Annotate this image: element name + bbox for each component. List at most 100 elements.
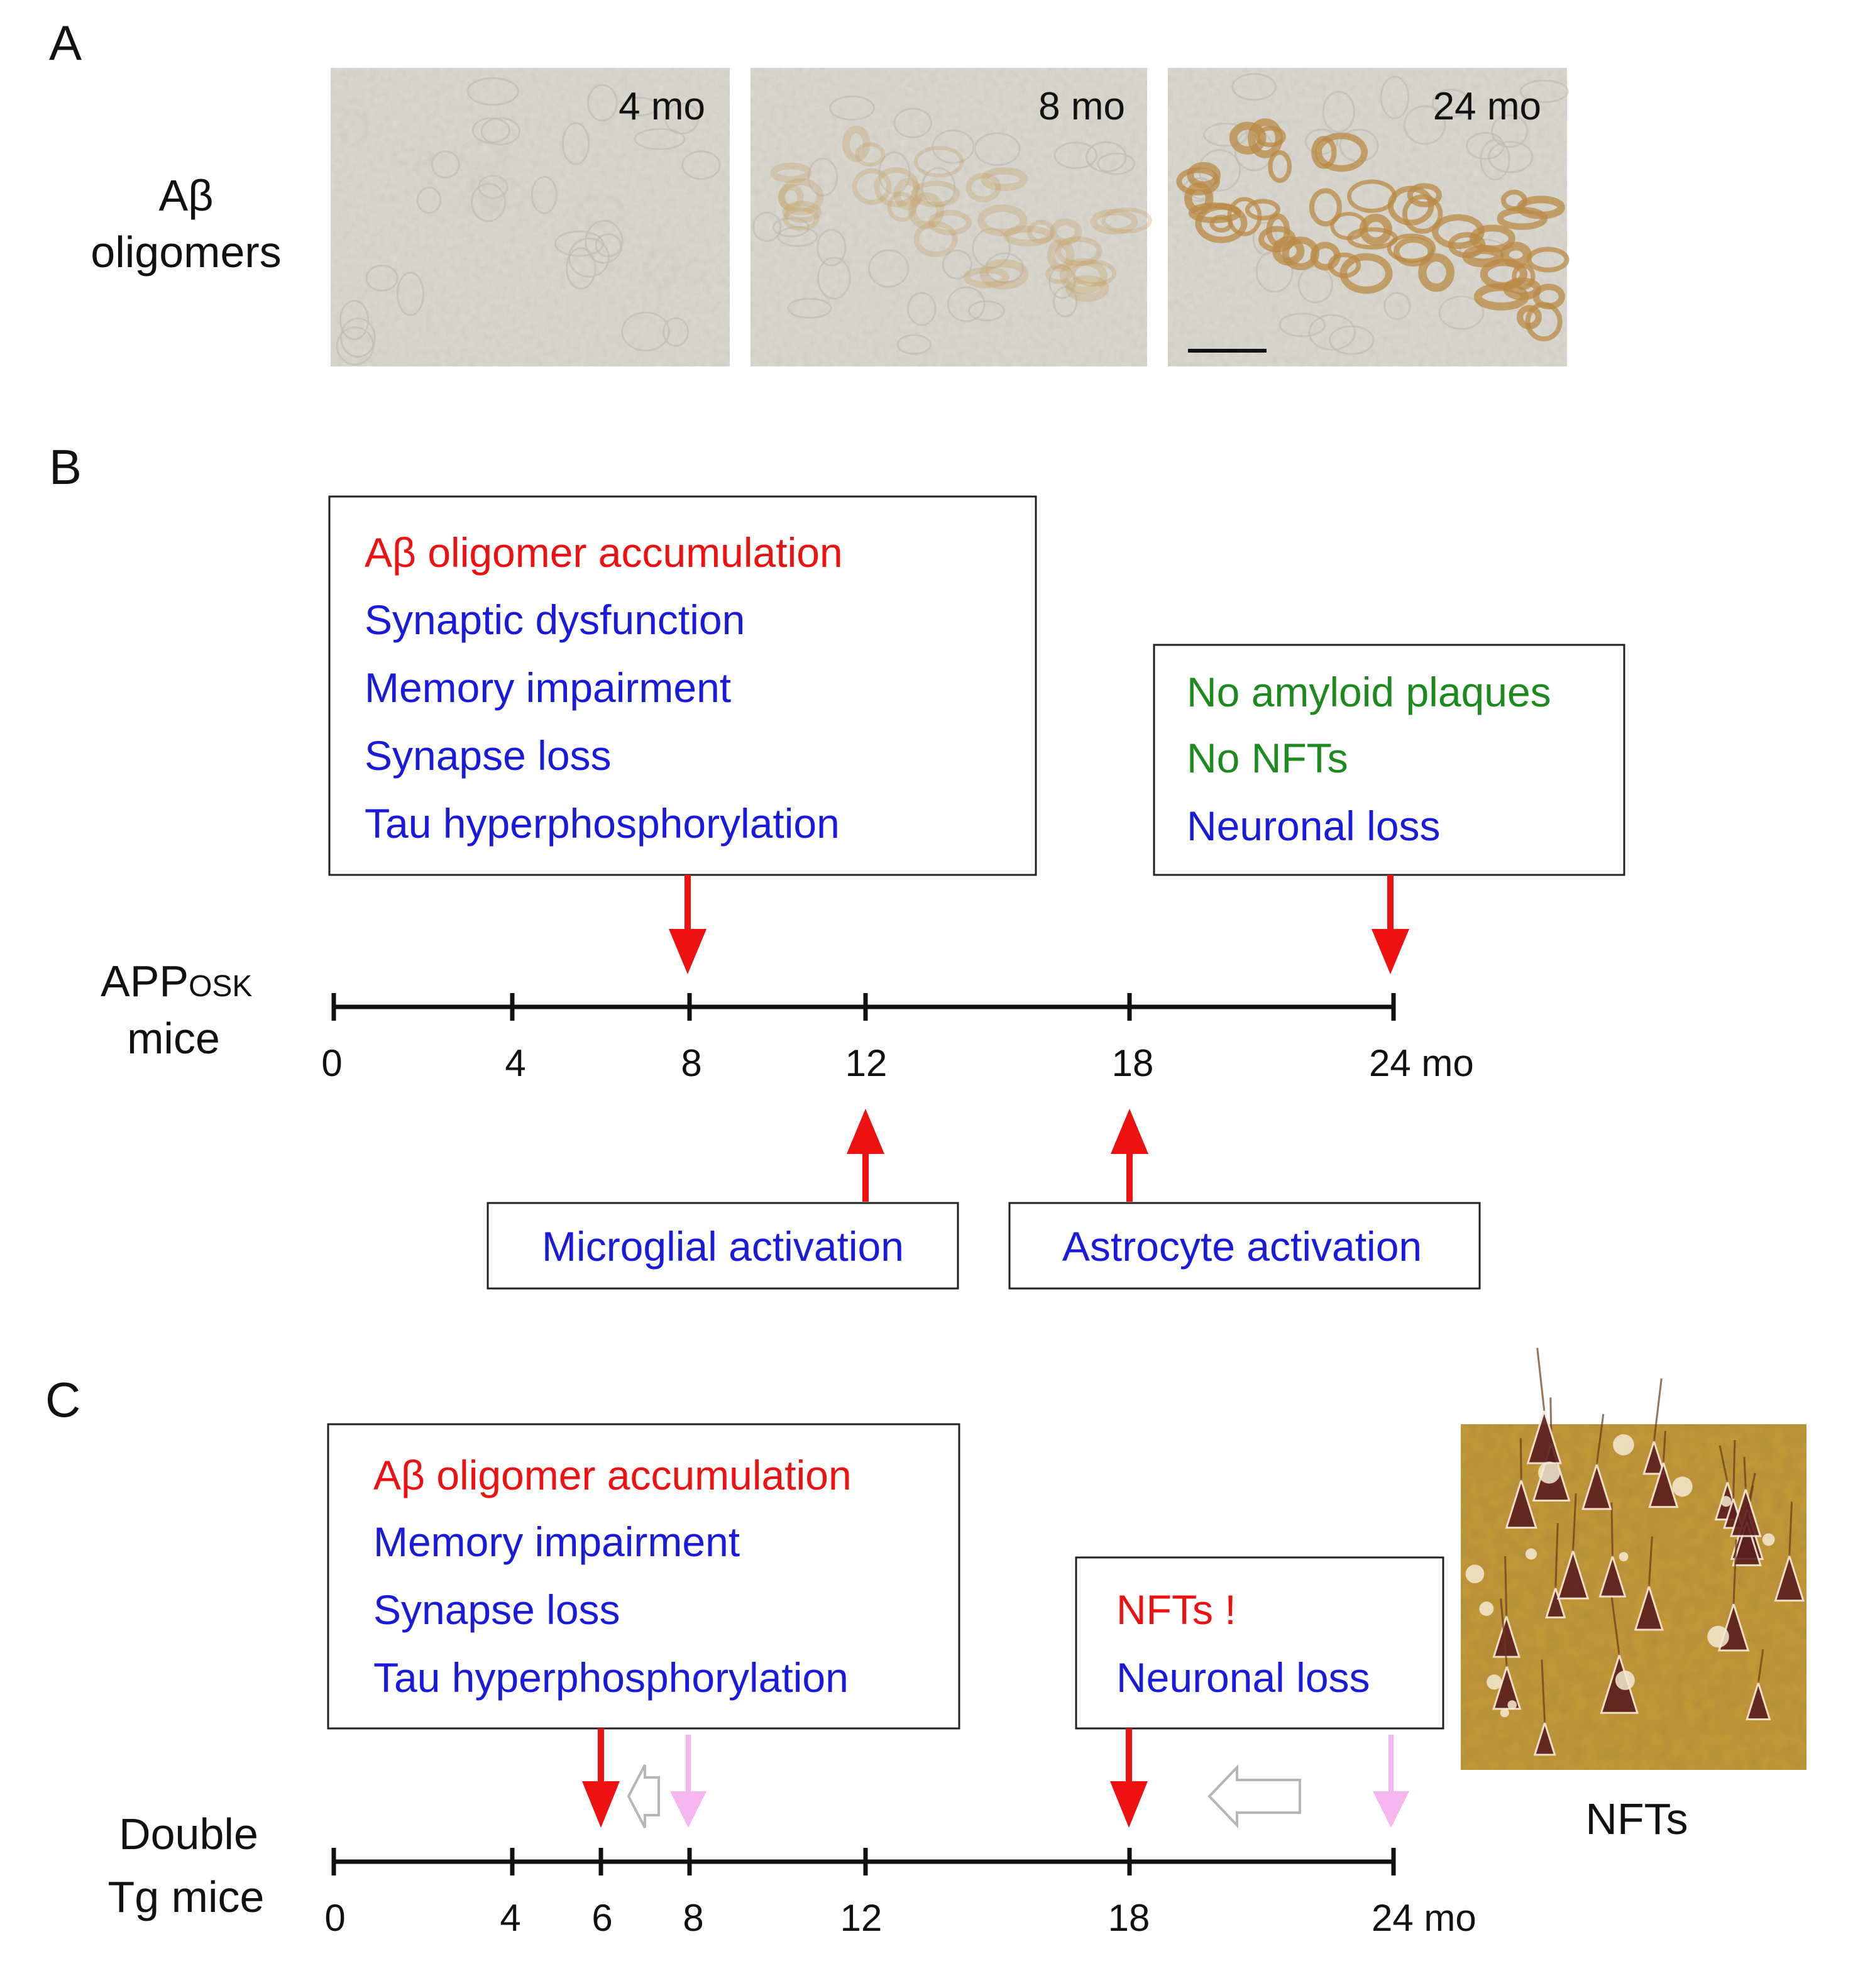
stain-blob [1500, 189, 1527, 212]
stain-blob [1248, 118, 1284, 158]
nft-neurite [1732, 1440, 1736, 1499]
cell-outline [968, 300, 1005, 322]
cell-outline [817, 256, 851, 300]
cell-outline [1328, 325, 1375, 355]
stain-blob [1480, 258, 1528, 290]
nft-neurite [1554, 1523, 1559, 1588]
cell-outline [621, 97, 659, 117]
panel-c-early-list: Aβ oligomer accumulation Memory impairme… [373, 1452, 852, 1701]
cell-outline [1380, 75, 1410, 119]
stain-blob [1268, 150, 1292, 183]
stain-blob [390, 146, 435, 166]
stain-blob [1049, 218, 1082, 246]
panel-b-row-label-line2: mice [127, 1014, 220, 1063]
cell-outline [1203, 123, 1248, 147]
cell-outline [1519, 79, 1569, 104]
arrow-shaft [1387, 875, 1394, 931]
cell-outline [1052, 286, 1078, 317]
cell-outline [339, 299, 370, 341]
panel-b-late-item: Neuronal loss [1187, 803, 1441, 849]
stain-blob [1176, 167, 1220, 195]
nft-vacuole [1538, 1461, 1561, 1484]
panel-b-astrocyte-text: Astrocyte activation [1062, 1223, 1422, 1270]
cell-outline [568, 237, 610, 278]
nft-neuron [1730, 1486, 1762, 1537]
stain-blob [1101, 207, 1152, 234]
cell-outline [752, 211, 782, 243]
cell-outline [867, 249, 910, 288]
stain-blob [928, 210, 972, 236]
nft-neurite [1610, 1502, 1614, 1557]
cell-outline [416, 187, 442, 214]
stain-blob [1347, 179, 1397, 213]
nft-neuron [1774, 1552, 1805, 1602]
cell-outline [566, 247, 597, 290]
cell-outline [972, 228, 1011, 269]
left-arrow-outline-icon [1207, 1764, 1301, 1828]
cell-outline [1431, 88, 1471, 118]
panel-b-arrow-8mo [669, 875, 707, 974]
nft-image-label: NFTs [1585, 1794, 1688, 1843]
cell-outline [470, 182, 507, 222]
tick-label: 12 [845, 1042, 888, 1084]
cell-outline [662, 317, 690, 347]
panel-c-late-item: Neuronal loss [1116, 1654, 1370, 1701]
nft-neurite [1610, 1596, 1620, 1656]
panel-b-arrow-18mo [1111, 1109, 1148, 1202]
nft-vacuole [1507, 1700, 1517, 1710]
arrow-shaft [686, 1735, 691, 1793]
cell-outline [1383, 292, 1411, 321]
stain-blob [337, 107, 370, 148]
stain-blob [1027, 219, 1055, 244]
stain-blob [1497, 207, 1548, 230]
stain-blob [1255, 126, 1286, 148]
cell-outline [974, 132, 1021, 166]
tick-label: 4 [505, 1042, 525, 1084]
cell-outline [480, 117, 520, 146]
stain-blob [1347, 227, 1398, 250]
panel-c: C Aβ oligomer accumulation Memory impair… [45, 1348, 1806, 1939]
panel-c-early-item: Tau hyperphosphorylation [373, 1654, 849, 1701]
cell-outline [829, 95, 875, 121]
nft-neurite [1757, 1649, 1764, 1683]
stain-blob [783, 206, 820, 231]
nft-neurite [1541, 1659, 1546, 1723]
nft-neuron [1634, 1583, 1664, 1631]
panel-c-late-list: NFTs ! Neuronal loss [1116, 1586, 1370, 1701]
stain-blob [914, 146, 964, 178]
tick-label: 12 [840, 1897, 883, 1939]
cell-outline [561, 122, 590, 165]
nft-neuron [1505, 1477, 1537, 1529]
cell-outline [1491, 114, 1529, 148]
panel-b-arrow-12mo [847, 1109, 884, 1202]
nft-vacuole [1720, 1496, 1732, 1507]
stain-blob [981, 167, 1028, 192]
panel-c-early-box [327, 1423, 960, 1730]
arrow-down-icon [669, 929, 707, 974]
panel-b-astrocyte-box [1008, 1202, 1481, 1290]
nft-neuron [1642, 1438, 1666, 1475]
tick-label: 6 [591, 1897, 612, 1939]
panel-b-arrow-24mo [1372, 875, 1409, 974]
stain-blob [913, 221, 958, 258]
stain-blob [911, 180, 960, 207]
stain-blob [1402, 194, 1443, 234]
left-arrow-outline-icon [627, 1764, 660, 1828]
cell-outline [1308, 314, 1356, 351]
panel-b-row-label-app: APP [101, 957, 189, 1006]
stain-blob [1065, 275, 1109, 302]
nft-vacuole [1465, 1564, 1485, 1583]
cell-outline [621, 311, 670, 352]
nft-vacuole [1500, 1708, 1509, 1718]
nft-vacuole [1615, 1670, 1635, 1690]
stain-blob [1245, 199, 1280, 221]
nft-neurite [1595, 1414, 1605, 1465]
arrow-up-icon [1111, 1109, 1148, 1154]
arrow-down-icon [1372, 929, 1409, 974]
panel-b-early-item: Synaptic dysfunction [365, 596, 745, 643]
micrograph-4mo-texture [331, 68, 730, 366]
stain-blob [1407, 183, 1442, 207]
tick-label: 24 mo [1372, 1897, 1476, 1939]
cell-outline [1487, 141, 1534, 173]
